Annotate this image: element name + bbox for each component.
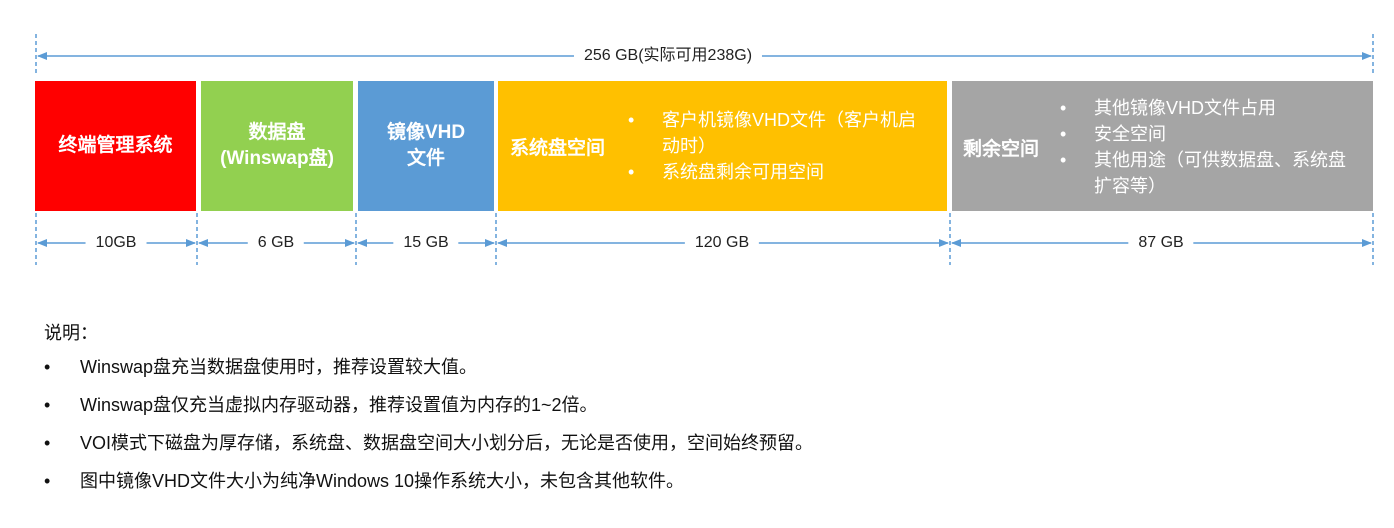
segment-remaining-bullet: 安全空间 [1060,121,1360,147]
segment-remaining-title: 剩余空间 [963,138,1040,160]
segment-remaining-bullets: 其他镜像VHD文件占用 安全空间 其他用途（可供数据盘、系统盘扩容等） [1060,95,1360,199]
note-item: Winswap盘仅充当虚拟内存驱动器，推荐设置值为内存的1~2倍。 [44,392,813,418]
note-item: 图中镜像VHD文件大小为纯净Windows 10操作系统大小，未包含其他软件。 [44,468,813,494]
total-size-label: 256 GB(实际可用238G) [573,46,763,66]
segment-remaining-bullet: 其他镜像VHD文件占用 [1060,95,1360,121]
segment-datadisk-title-line2: (Winswap盘) [220,148,334,169]
segment-terminal: 终端管理系统 [35,81,196,211]
size-label-system: 120 GB [684,233,760,253]
segment-image: 镜像VHD 文件 [358,81,494,211]
segment-system-bullet: 客户机镜像VHD文件（客户机启动时） [628,107,928,159]
note-item: Winswap盘充当数据盘使用时，推荐设置较大值。 [44,354,813,380]
note-item: VOI模式下磁盘为厚存储，系统盘、数据盘空间大小划分后，无论是否使用，空间始终预… [44,430,813,456]
size-label-datadisk: 6 GB [247,233,305,253]
segment-image-title-line1: 镜像VHD [386,122,466,143]
segment-remaining-bullet: 其他用途（可供数据盘、系统盘扩容等） [1060,147,1360,199]
segment-system-bullet: 系统盘剩余可用空间 [628,159,928,185]
size-label-terminal: 10GB [85,233,147,253]
notes-section: 说明： Winswap盘充当数据盘使用时，推荐设置较大值。 Winswap盘仅充… [44,320,813,506]
notes-title: 说明： [44,323,98,343]
segment-system: 系统盘空间 客户机镜像VHD文件（客户机启动时） 系统盘剩余可用空间 [498,81,947,211]
size-label-remaining: 87 GB [1128,233,1194,253]
segment-image-title-line2: 文件 [406,148,445,169]
segment-system-title: 系统盘空间 [510,137,606,159]
size-label-image: 15 GB [393,233,459,253]
segment-remaining: 剩余空间 其他镜像VHD文件占用 安全空间 其他用途（可供数据盘、系统盘扩容等） [952,81,1373,211]
segment-terminal-title: 终端管理系统 [58,135,173,156]
notes-list: Winswap盘充当数据盘使用时，推荐设置较大值。 Winswap盘仅充当虚拟内… [44,354,813,494]
segment-datadisk-title-line1: 数据盘 [248,122,306,143]
segment-datadisk: 数据盘 (Winswap盘) [201,81,353,211]
segment-system-bullets: 客户机镜像VHD文件（客户机启动时） 系统盘剩余可用空间 [628,107,928,185]
